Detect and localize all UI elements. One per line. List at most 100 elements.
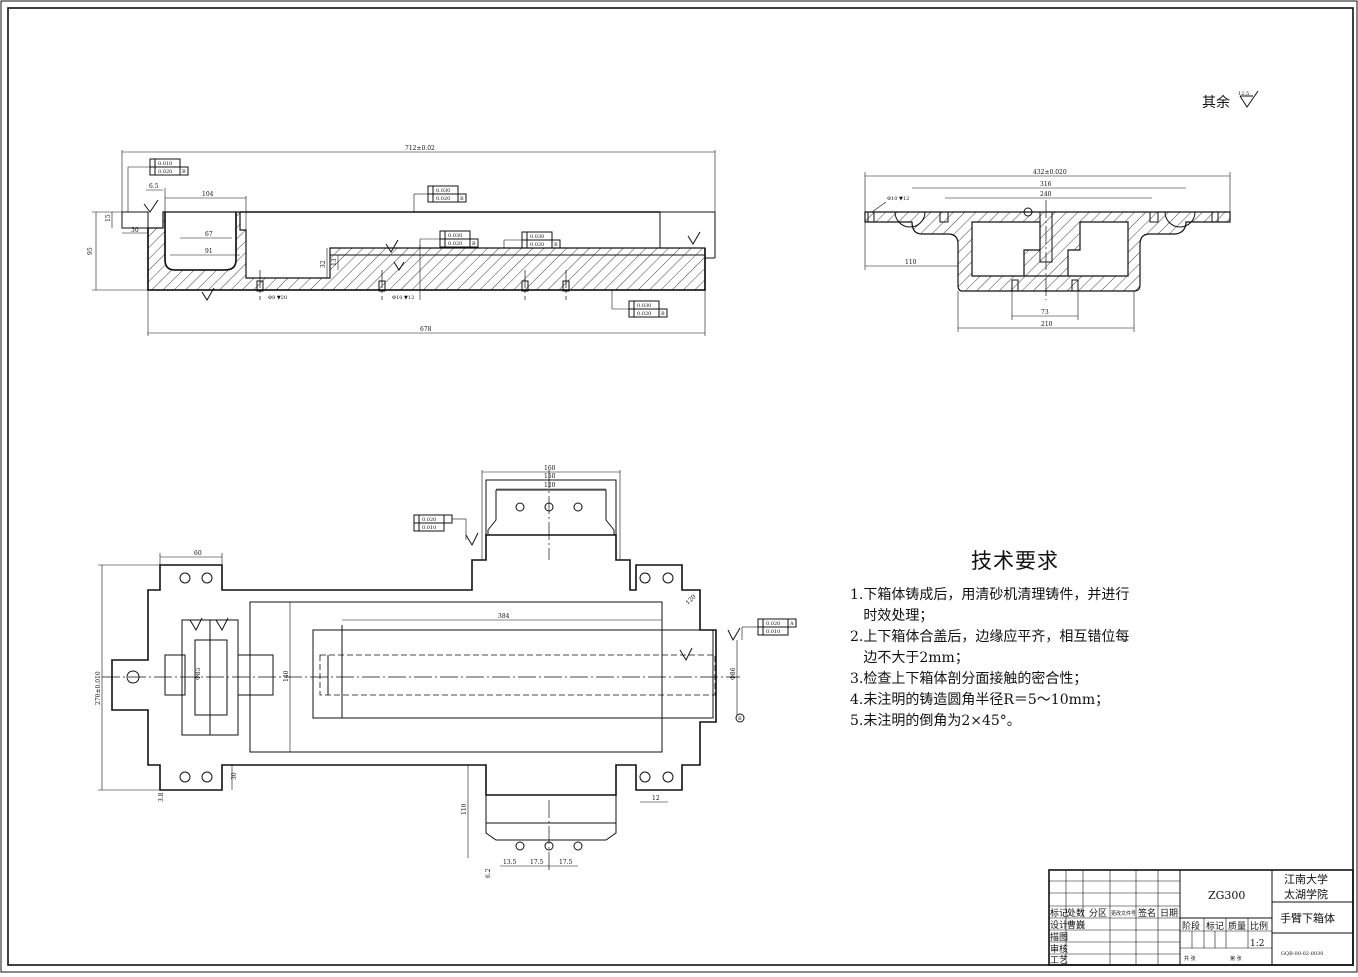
svg-text:32: 32 [320,260,327,268]
svg-text:67: 67 [205,231,213,238]
svg-text:12: 12 [652,795,660,802]
svg-text:140: 140 [283,670,290,682]
surface-roughness-note: 其余 [1202,95,1230,111]
title-block: ZG300 江南大学 太湖学院 手臂下箱体 GQB-00-02-0030 1:2… [1048,869,1354,966]
svg-text:GQB-00-02-0030: GQB-00-02-0030 [1281,951,1323,957]
svg-text:设计: 设计 [1050,919,1068,931]
svg-text:17.5: 17.5 [530,859,544,866]
svg-text:270±0.010: 270±0.010 [95,671,102,705]
front-tolerance-frame-3: 0.030 0.020 B [419,230,479,248]
svg-text:30: 30 [231,772,238,780]
svg-text:6.2: 6.2 [485,868,492,878]
svg-text:210: 210 [1041,321,1053,328]
plan-outline [111,534,717,796]
plan-tolerance-frame-2: 0.020 0.010 A [741,618,797,640]
svg-text:签名: 签名 [1138,907,1156,919]
svg-text:0.010: 0.010 [158,161,172,167]
svg-text:12.5: 12.5 [1238,91,1249,97]
svg-text:标记: 标记 [1050,907,1068,919]
svg-text:分区: 分区 [1089,908,1107,919]
front-tolerance-frame-1: 0.010 0.020 B [127,158,189,212]
svg-text:江南大学: 江南大学 [1284,872,1328,886]
plan-view: 160 150 120 60 384 270±0.010 140 Φ86 110… [95,465,797,878]
svg-text:B: B [182,169,186,175]
svg-text:0.030: 0.030 [637,303,651,309]
svg-text:B: B [472,241,476,247]
svg-text:Φ8 ▼20: Φ8 ▼20 [268,295,287,301]
svg-text:316: 316 [1040,181,1052,188]
svg-text:阶段: 阶段 [1182,920,1200,932]
plan-tolerance-frame-1: 0.020 0.010 [413,514,467,540]
front-tolerance-frame-4: 0.030 0.020 B [503,231,561,249]
svg-text:审核: 审核 [1050,943,1068,955]
svg-text:240: 240 [1040,191,1052,198]
svg-text:ZG300: ZG300 [1208,889,1245,902]
svg-text:384: 384 [498,613,510,620]
svg-text:处数: 处数 [1067,907,1085,919]
svg-text:0.020: 0.020 [436,196,450,202]
svg-text:标记: 标记 [1206,920,1224,932]
svg-text:13.5: 13.5 [503,859,517,866]
tech-line-2: 时效处理； [850,608,934,624]
svg-text:160: 160 [544,465,556,472]
svg-text:日期: 日期 [1160,908,1178,919]
svg-text:B: B [554,242,558,248]
svg-text:0.020: 0.020 [422,517,436,523]
front-tolerance-frame-5: 0.030 0.020 B [611,290,668,318]
svg-text:104: 104 [202,191,214,198]
front-tolerance-frame-2: 0.030 0.020 B [413,185,467,212]
side-section-view: 432±0.020 316 240 110 73 210 Φ10 ▼12 [864,169,1231,332]
datum-marker [735,713,745,723]
tech-requirements-title: 技术要求 [971,549,1059,573]
tech-line-1: 1.下箱体铸成后，用清砂机清理铸件，并进行 [850,587,1130,603]
front-section-body [147,211,706,291]
svg-text:手臂下箱体: 手臂下箱体 [1280,911,1335,925]
svg-text:描图: 描图 [1050,931,1068,943]
svg-text:太湖学院: 太湖学院 [1284,887,1328,901]
svg-text:0.010: 0.010 [766,629,780,635]
svg-text:B: B [661,311,665,317]
svg-text:曹巍: 曹巍 [1067,919,1085,931]
technical-requirements: 技术要求 1.下箱体铸成后，用清砂机清理铸件，并进行 时效处理； 2.上下箱体合… [850,545,1180,732]
svg-text:0.010: 0.010 [422,525,436,531]
svg-text:3.8: 3.8 [158,792,165,802]
roughness-symbol-icon: 12.5 [1238,90,1259,108]
svg-text:A: A [789,621,794,627]
svg-text:17.5: 17.5 [559,859,573,866]
front-section-view: 712±0.02 678 104 67 91 95 15 30 6.5 32 [87,145,716,336]
svg-text:712±0.02: 712±0.02 [405,145,435,152]
svg-text:13: 13 [331,258,338,266]
svg-text:110: 110 [905,259,917,266]
svg-text:60: 60 [194,550,202,557]
svg-text:120: 120 [544,482,556,489]
svg-text:工艺: 工艺 [1050,955,1068,966]
svg-text:0.020: 0.020 [530,242,544,248]
svg-text:质量: 质量 [1228,920,1246,932]
svg-text:0.030: 0.030 [448,233,462,239]
svg-text:B: B [460,196,464,202]
svg-text:6.5: 6.5 [149,183,159,190]
tech-line-3: 2.上下箱体合盖后，边缘应平齐，相互错位每 [850,629,1130,645]
svg-text:Φ86: Φ86 [730,667,737,680]
svg-text:1:2: 1:2 [1250,939,1264,949]
tech-line-7: 5.未注明的倒角为2×45°。 [850,713,1021,729]
svg-text:第 张: 第 张 [1230,955,1242,962]
svg-text:30: 30 [131,227,139,234]
svg-text:432±0.020: 432±0.020 [1033,169,1067,176]
svg-text:0.020: 0.020 [448,241,462,247]
svg-text:15: 15 [105,214,112,222]
svg-text:95: 95 [87,247,94,255]
svg-text:Φ10 ▼12: Φ10 ▼12 [887,196,909,202]
svg-text:0.030: 0.030 [530,234,544,240]
svg-text:0.020: 0.020 [766,621,780,627]
svg-text:更改文件号: 更改文件号 [1111,910,1136,917]
svg-text:0.020: 0.020 [158,169,172,175]
svg-text:比例: 比例 [1250,920,1268,932]
tech-line-5: 3.检查上下箱体剖分面接触的密合性； [850,671,1088,687]
svg-text:Φ10 ▼12: Φ10 ▼12 [392,295,414,301]
svg-text:B: B [738,716,742,722]
svg-text:150: 150 [544,473,556,480]
svg-text:0.030: 0.030 [436,188,450,194]
